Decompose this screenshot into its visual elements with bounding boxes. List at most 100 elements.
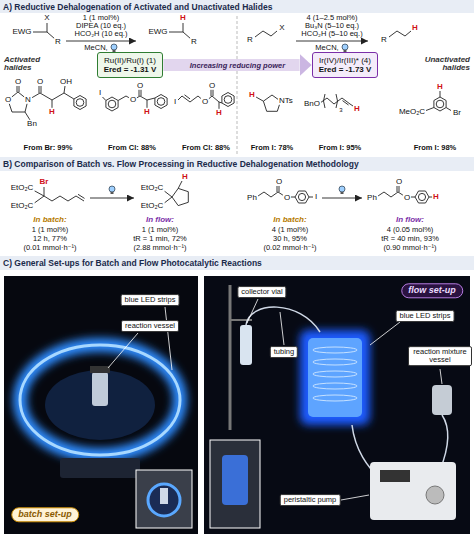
atom-label: O [283,194,291,202]
rect-shape [136,470,192,528]
path-shape [103,89,155,108]
polygon-shape [106,97,118,111]
g-shape [313,347,357,401]
condition-text: DIPEA (10 eq.) [76,22,126,30]
condition-text: tR = 40 min, 93% [381,235,439,243]
atom-label: EtO₂C [10,202,35,210]
condition-text: 30 h, 95% [273,235,307,243]
callout-label: collector vial [237,286,286,298]
box-text: Ered = -1.73 V [319,65,372,74]
atom-label: R [246,36,254,44]
path-shape [389,31,411,37]
condition-text: 4 (0.05 mol%) [387,226,434,234]
atom-label: I [173,98,177,106]
callout-label: peristaltic pump [280,494,341,506]
condition-text: HCO₂H (5–10 eq.) [301,30,362,38]
path-shape [33,187,85,204]
setup-badge: flow set-up [401,283,463,298]
g-shape [247,299,442,500]
rect-shape [0,157,474,171]
atom-label: R [54,38,62,46]
condition-text: (0.02 mmol·h⁻¹) [263,244,316,252]
halide-class-label: Unactivated halides [418,56,470,73]
polygon-shape [155,95,167,109]
halide-class-label: Activated halides [4,56,56,73]
circle-shape [148,484,180,516]
ellipse-shape [313,359,357,365]
mode-label: In flow: [146,216,174,224]
reaction-schemes [33,23,411,198]
g-shape [339,186,345,194]
ellipse-shape [313,383,357,389]
ellipse-shape [313,395,357,401]
path-shape [426,91,451,111]
rect-shape [222,455,248,505]
circle-shape [436,100,444,108]
hydrogen-label: H [143,108,151,116]
atom-label: Br [452,109,462,117]
hydrogen-label: H [48,108,56,116]
mode-label: In flow: [396,216,424,224]
circle-shape [224,96,232,104]
rect-shape [90,366,110,373]
rect-shape [370,462,456,520]
ellipse-shape [20,345,180,455]
circle-shape [339,186,345,192]
path-shape [246,307,320,332]
mode-label: In batch: [33,216,66,224]
line-shape [370,322,400,345]
condition-text: 4 (1–2.5 mol%) [307,14,358,22]
atom-label: O [275,178,283,186]
path-shape [169,23,191,39]
batch-photo [4,276,198,534]
molecules [8,86,451,206]
polygon-shape [222,93,234,107]
atom-label: N [24,96,32,104]
atom-label: I [98,89,102,97]
circle-shape [342,44,348,50]
path-shape [8,86,74,120]
line-shape [66,41,136,42]
path-shape [255,31,277,37]
section-bars [0,0,474,270]
hydrogen-label: Br [39,178,50,186]
atom-label: X [278,24,285,32]
line-shape [237,16,238,154]
line-shape [280,312,284,345]
atom-label: EtO₂C [140,184,165,192]
callout-label: blue LED strips [396,310,455,322]
g-shape [342,44,348,52]
circle-shape [418,193,425,200]
atom-label: MeO₂C [398,108,426,116]
polygon-shape [434,97,446,111]
section-heading: A) Reductive Dehalogenation of Activated… [3,3,272,12]
rect-shape [432,385,452,415]
catalyst-box: Ir(IV)/Ir(III)* (4)Ered = -1.73 V [312,52,379,78]
atom-label: O [4,96,12,104]
atom-label: O [395,178,403,186]
box-text: Ru(II)/Ru(I) (1) [104,56,157,65]
hydrogen-label: H [248,91,256,99]
atom-label: BnO [303,100,321,108]
atom-label: EWG [147,28,168,36]
line-shape [165,307,172,370]
yield-text: From Cl: 88% [182,144,230,152]
ellipse-shape [313,347,357,353]
path-shape [33,23,55,39]
atom-label: EtO₂C [140,202,165,210]
condition-text: (2.88 mmol·h⁻¹) [133,244,186,252]
callout-label: blue LED strips [121,294,180,306]
atom-label: O [14,78,22,86]
atom-label: R [380,36,388,44]
g-shape [109,186,115,194]
circle-shape [298,193,305,200]
circle-shape [109,186,115,192]
hydrogen-label: H [215,109,223,117]
rect-shape [210,440,260,528]
path-shape [320,94,353,108]
rect-shape [0,256,474,270]
circle-shape [108,100,116,108]
atom-label: Ph [246,194,258,202]
path-shape [256,97,263,101]
line-shape [341,495,369,500]
